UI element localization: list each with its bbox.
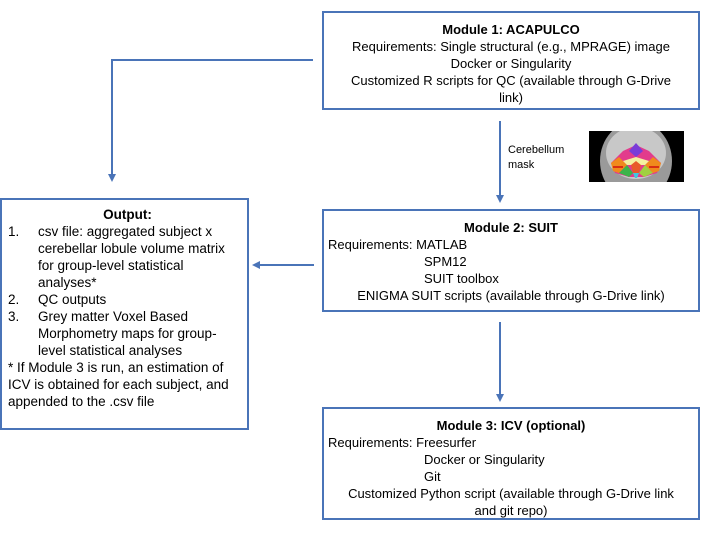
- output-box: Output: 1. csv file: aggregated subject …: [0, 198, 249, 430]
- cerebellum-mri-image: [589, 131, 684, 182]
- output-item-text: csv file: aggregated subject x cerebella…: [38, 224, 225, 290]
- cerebellum-mask-label: Cerebellum mask: [508, 143, 564, 173]
- output-item: 1. csv file: aggregated subject x cerebe…: [8, 223, 247, 291]
- module1-title: Module 1: ACAPULCO: [442, 22, 580, 37]
- mask-label-line: mask: [508, 159, 535, 171]
- output-title: Output:: [103, 207, 152, 222]
- output-footnote: * If Module 3 is run, an estimation of I…: [8, 360, 229, 409]
- module1-box: Module 1: ACAPULCO Requirements: Single …: [322, 11, 700, 110]
- output-item-text: QC outputs: [38, 292, 107, 307]
- module1-requirement: Requirements: Single structural (e.g., M…: [352, 39, 670, 54]
- module3-requirement: and git repo): [474, 503, 548, 518]
- output-list: 1. csv file: aggregated subject x cerebe…: [8, 223, 247, 359]
- output-item: 2. QC outputs: [8, 291, 247, 308]
- module1-requirement: Customized R scripts for QC (available t…: [350, 73, 672, 88]
- output-item-number: 2.: [8, 292, 20, 307]
- arrow-module1-to-output: [108, 59, 313, 182]
- module2-requirement: SUIT toolbox: [424, 271, 499, 286]
- module3-requirement: Requirements: Freesurfer: [328, 435, 477, 450]
- mask-label-line: Cerebellum: [508, 144, 565, 156]
- module3-requirement: Git: [424, 469, 441, 484]
- module2-requirement: SPM12: [424, 254, 467, 269]
- output-item-text: Grey matter Voxel Based Morphometry maps…: [38, 309, 217, 358]
- module3-requirement: Customized Python script (available thro…: [348, 486, 674, 501]
- module2-title: Module 2: SUIT: [464, 220, 558, 235]
- output-item-number: 3.: [8, 309, 20, 324]
- module3-box: Module 3: ICV (optional) Requirements: F…: [322, 407, 700, 520]
- module1-requirement: link): [499, 90, 523, 105]
- module2-requirement: ENIGMA SUIT scripts (available through G…: [357, 288, 665, 303]
- module3-requirement: Docker or Singularity: [424, 452, 545, 467]
- module2-box: Module 2: SUIT Requirements: MATLAB SPM1…: [322, 209, 700, 312]
- module2-requirement: Requirements: MATLAB: [328, 237, 468, 252]
- output-item: 3. Grey matter Voxel Based Morphometry m…: [8, 308, 247, 359]
- module1-requirement: Docker or Singularity: [450, 56, 572, 71]
- module3-title: Module 3: ICV (optional): [436, 418, 586, 433]
- output-item-number: 1.: [8, 224, 20, 239]
